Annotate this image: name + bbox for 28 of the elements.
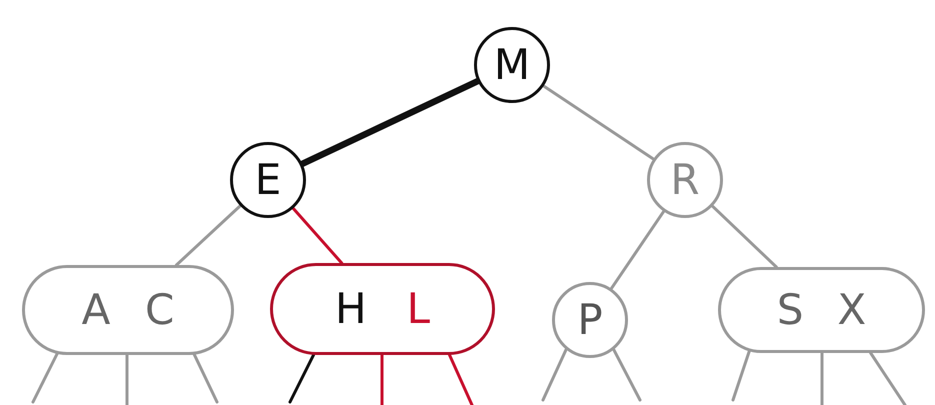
node-key: A	[82, 289, 110, 331]
node-key: E	[254, 159, 282, 201]
tree-link	[174, 204, 242, 266]
child-link-stub	[612, 348, 642, 402]
child-link-stub	[869, 352, 906, 405]
child-link-stub	[380, 354, 384, 405]
tree-link	[292, 206, 344, 264]
child-link-stub	[192, 353, 218, 404]
node-key: H	[335, 288, 367, 330]
tree-link	[610, 210, 666, 290]
node-key: C	[145, 289, 174, 331]
child-link-stub	[448, 354, 474, 405]
child-link-stub	[32, 352, 59, 404]
tree-link	[711, 204, 778, 268]
child-link-stub	[542, 348, 568, 402]
node-key: L	[406, 288, 430, 330]
child-link-stub	[820, 352, 824, 405]
child-link-stub	[732, 350, 751, 402]
child-link-stub	[288, 353, 316, 404]
node-key: P	[577, 299, 603, 341]
node-key: M	[494, 44, 530, 86]
tree-link	[542, 84, 655, 160]
tree-node-circle	[647, 142, 723, 218]
node-key: R	[670, 159, 700, 201]
node-key: X	[837, 289, 866, 331]
tree-link	[299, 78, 481, 168]
child-link-stub	[126, 354, 128, 405]
node-key: S	[776, 289, 804, 331]
